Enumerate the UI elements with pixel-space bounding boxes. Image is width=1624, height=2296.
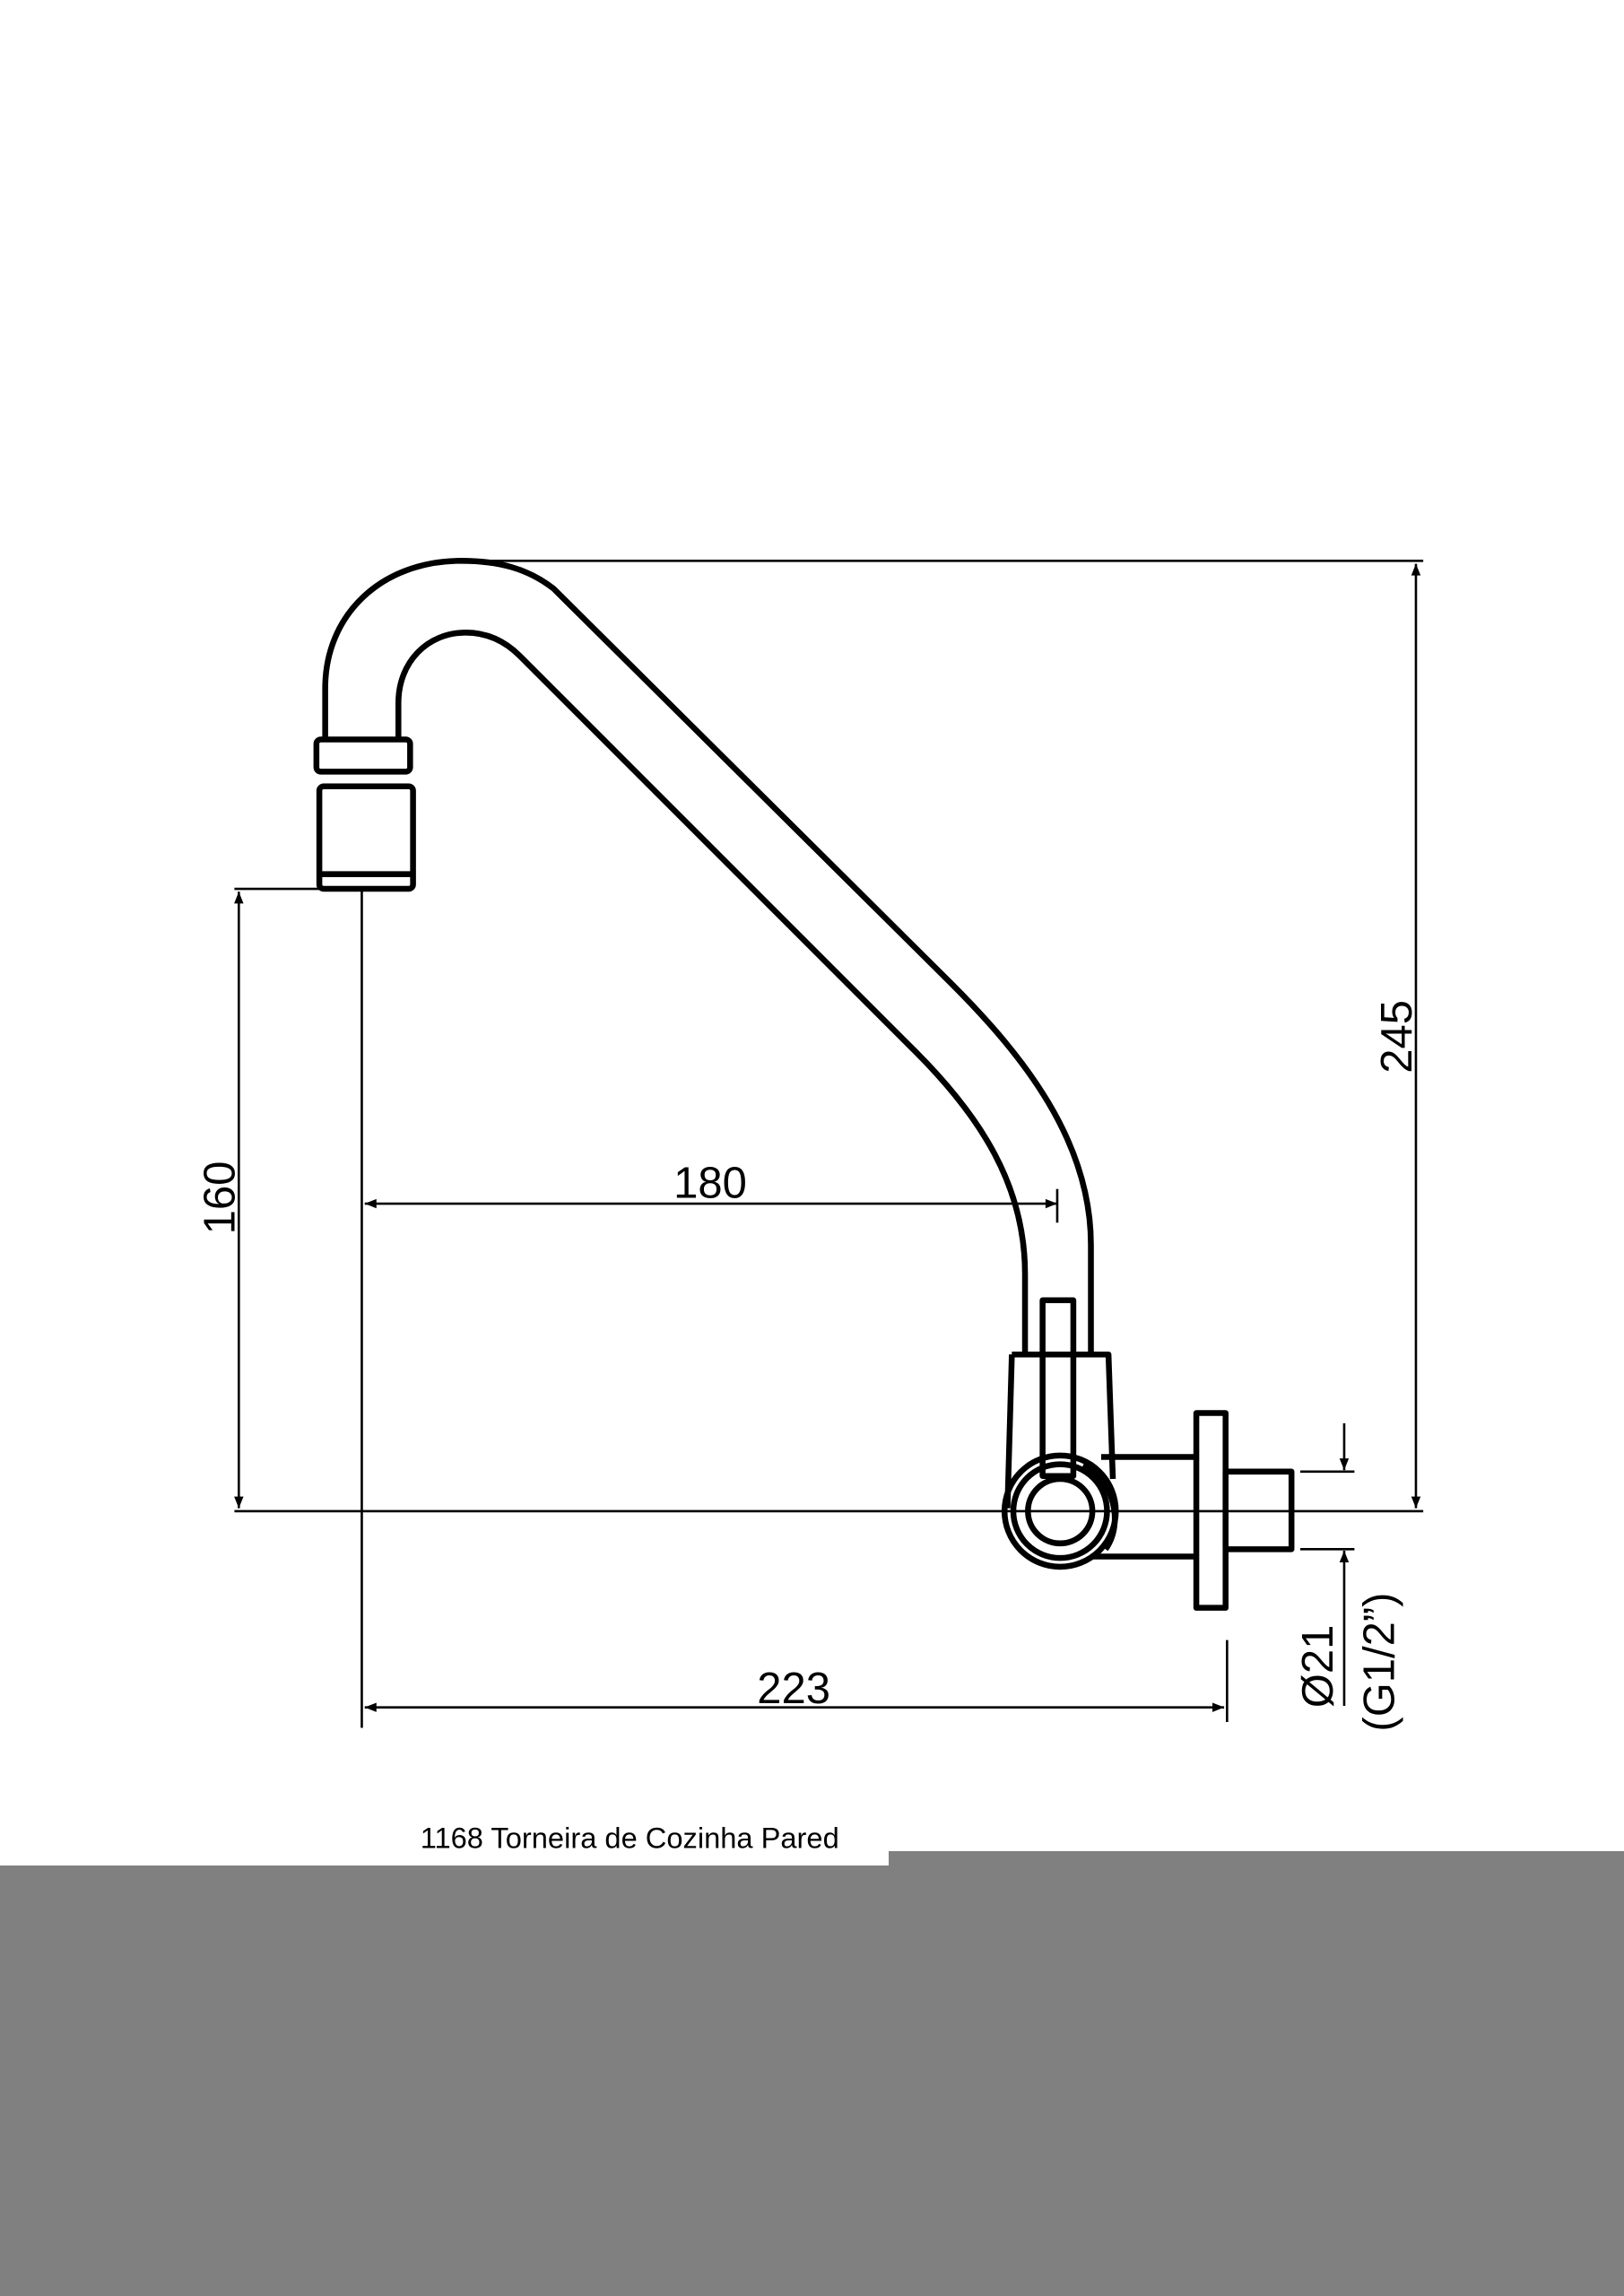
dimension-lines [234,560,1424,1728]
dim-223: 223 [757,1665,830,1713]
redaction-block-top [889,1851,1624,1869]
faucet-outline [313,558,1295,1611]
dim-diameter: Ø21 [1294,1625,1342,1709]
dim-thread: (G1/2”) [1355,1593,1403,1732]
dim-160: 160 [195,1161,244,1235]
redaction-block [0,1866,1624,2296]
caption: 1168 Torneira de Cozinha Pared [421,1821,839,1854]
dim-245: 245 [1373,1000,1421,1074]
dim-180: 180 [673,1160,747,1208]
